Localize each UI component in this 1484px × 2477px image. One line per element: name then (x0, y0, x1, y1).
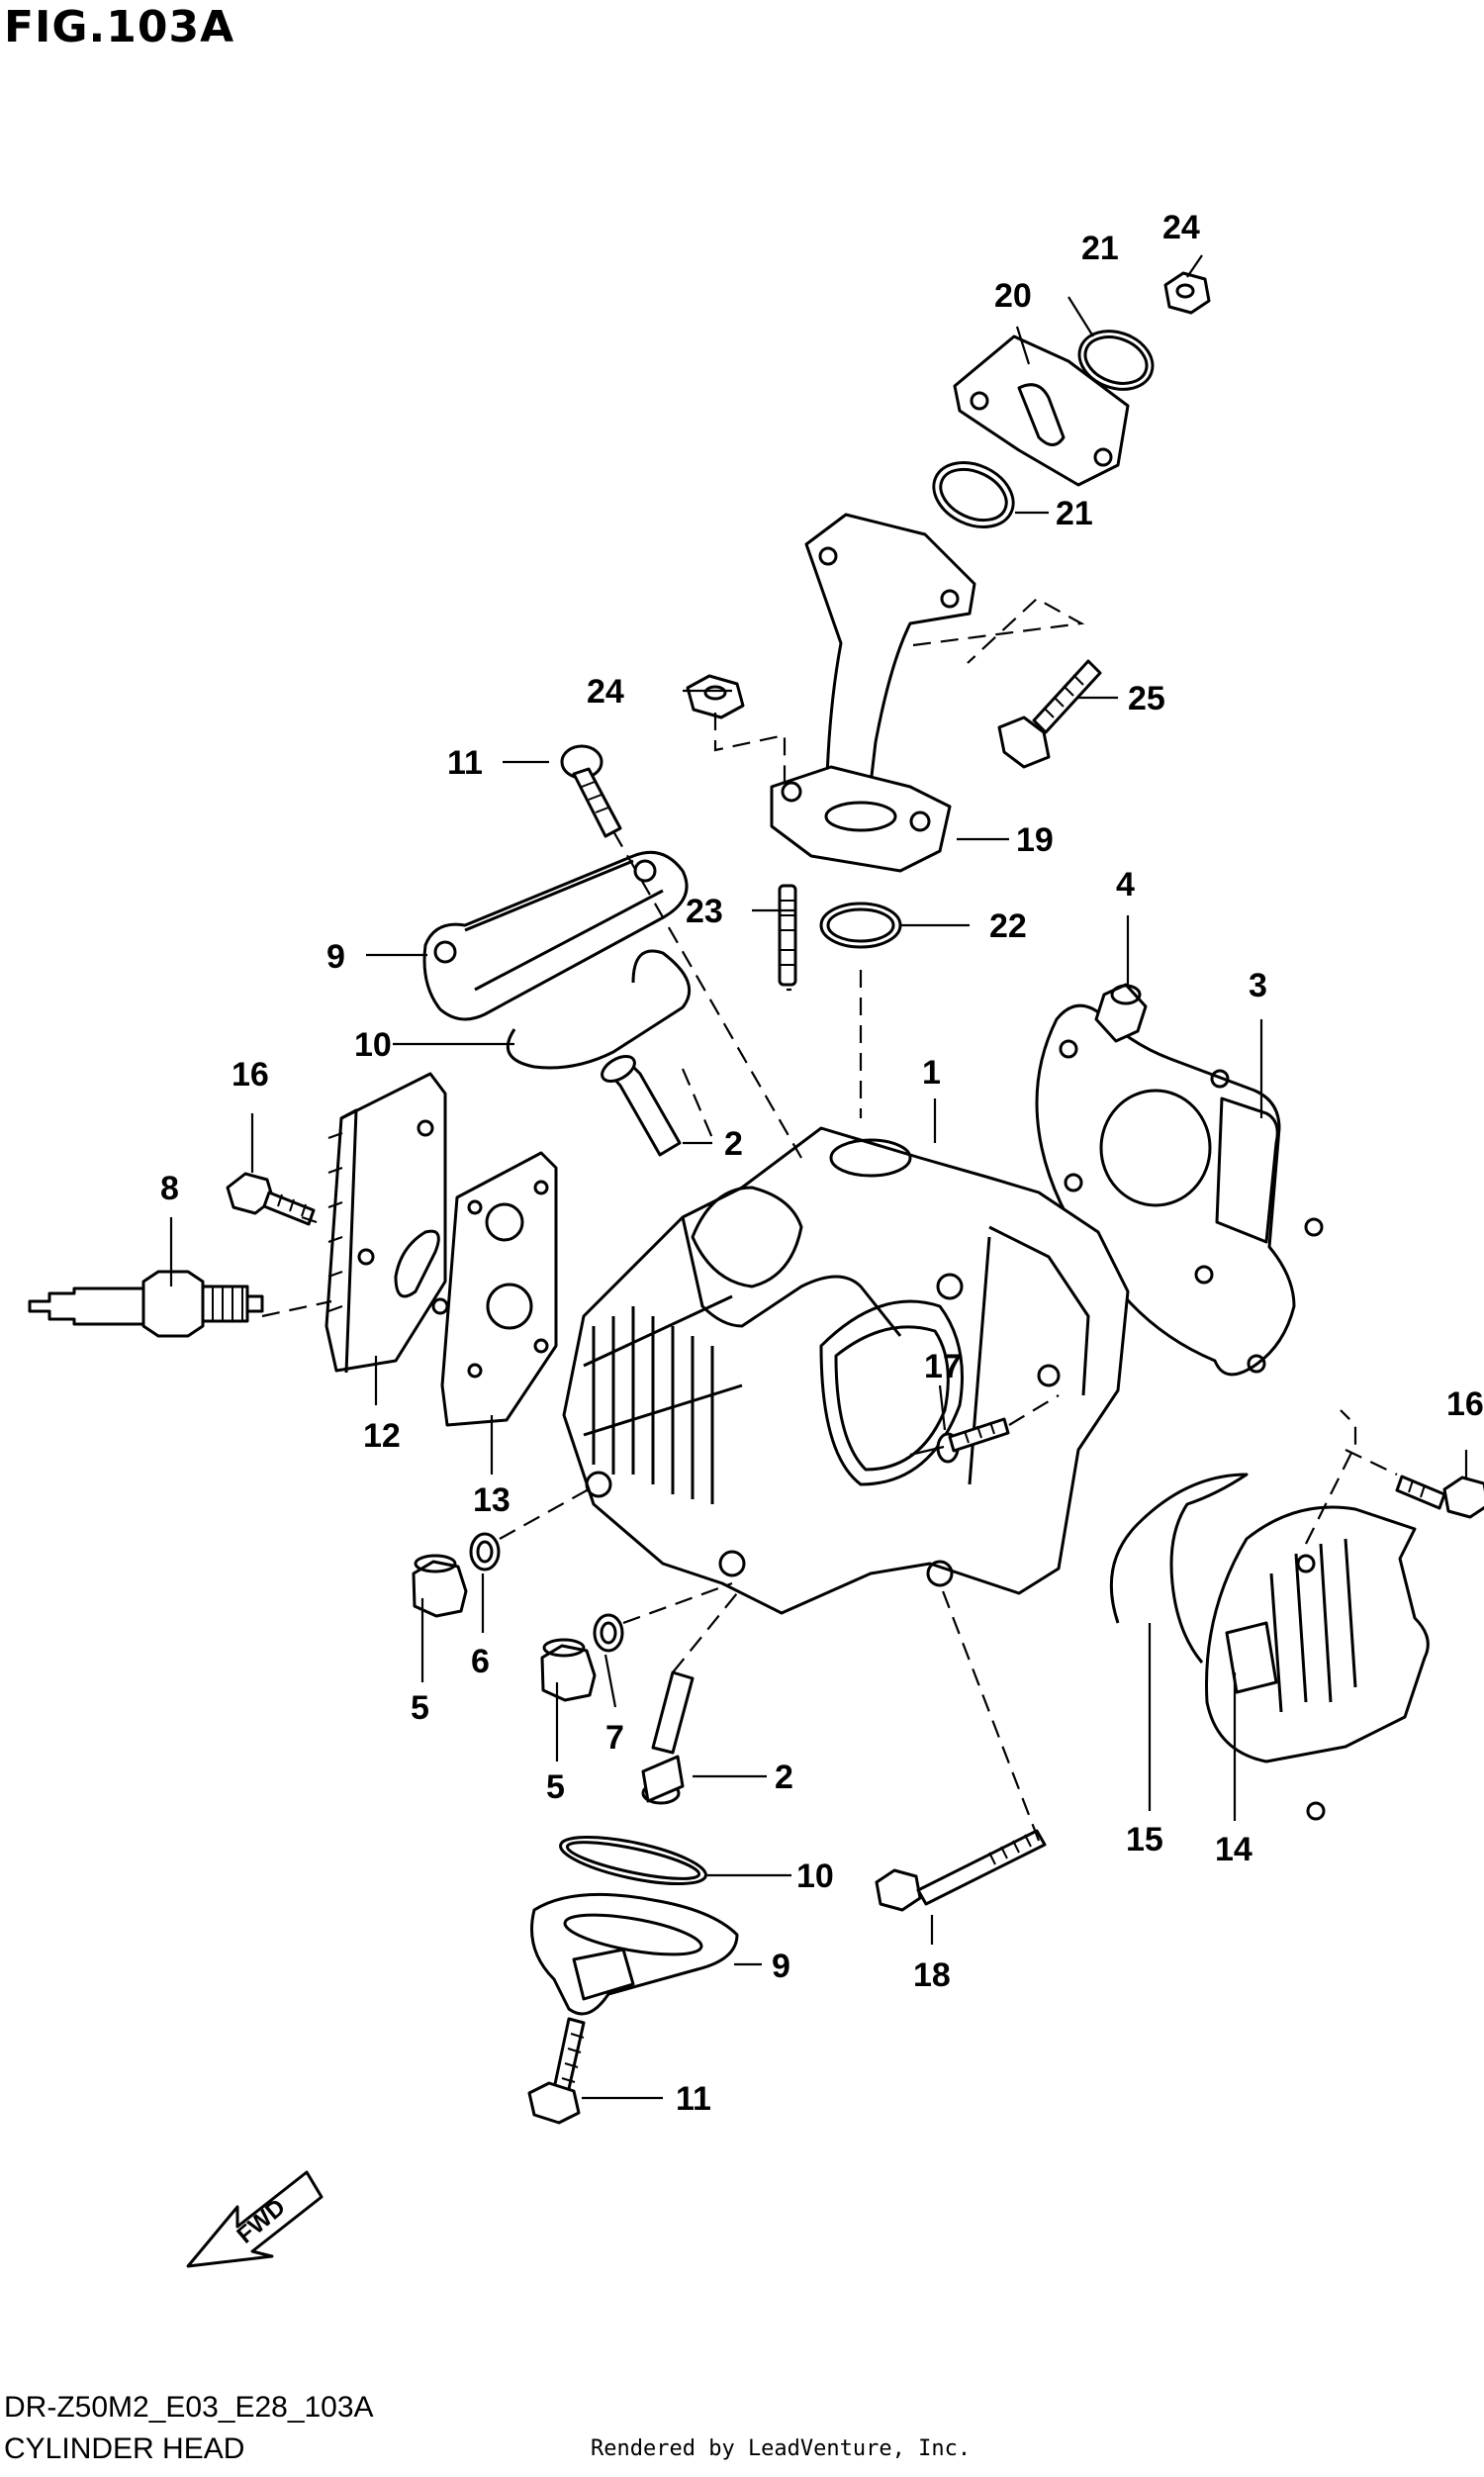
part-6-washer[interactable] (469, 1532, 501, 1572)
part-10-lower-o-ring[interactable] (557, 1828, 709, 1893)
callout-24-top: 24 (1162, 209, 1200, 246)
diagram-name: CYLINDER HEAD (4, 2432, 245, 2465)
part-14-head-cover[interactable] (1205, 1505, 1430, 1821)
part-16-right-bolt[interactable] (1395, 1475, 1484, 1519)
callout-24-mid: 24 (587, 673, 624, 711)
callout-11-lower: 11 (676, 2080, 711, 2118)
figure-title: FIG.103A (4, 2, 235, 52)
callout-5-right: 5 (546, 1768, 565, 1806)
part-10-upper-o-ring[interactable] (506, 949, 692, 1070)
callout-9-lower: 9 (772, 1948, 790, 1985)
part-21-lower-o-ring[interactable] (923, 450, 1023, 539)
callout-7: 7 (605, 1719, 624, 1757)
callout-10-lower: 10 (796, 1858, 834, 1895)
part-2-lower-valve-guide[interactable] (641, 1670, 695, 1805)
part-21-upper-o-ring[interactable] (1071, 322, 1161, 400)
callout-21-bottom: 21 (1056, 495, 1093, 532)
part-19-intake-pipe[interactable] (770, 513, 976, 873)
part-8-spark-plug[interactable] (28, 1270, 264, 1338)
part-20-flange[interactable] (953, 334, 1130, 487)
part-4-dowel-pin[interactable] (1094, 983, 1148, 1043)
callout-22: 22 (989, 907, 1027, 945)
part-11-lower-bolt[interactable] (527, 2017, 586, 2125)
callout-16-right: 16 (1446, 1385, 1484, 1423)
part-18-long-bolt[interactable] (875, 1829, 1047, 1912)
callout-23: 23 (686, 893, 723, 930)
callout-19: 19 (1016, 821, 1054, 859)
part-23-stud[interactable] (778, 884, 797, 987)
callout-8: 8 (160, 1170, 179, 1207)
part-24-top-nut[interactable] (1163, 271, 1211, 315)
part-15-o-ring[interactable] (1109, 1473, 1249, 1664)
part-16-left-bolt[interactable] (226, 1172, 316, 1226)
part-12-side-cover[interactable] (325, 1072, 449, 1374)
callout-1: 1 (922, 1054, 941, 1092)
part-5-plug-right[interactable] (540, 1638, 597, 1702)
assembly-lines (261, 597, 1398, 1842)
callout-4: 4 (1116, 866, 1135, 904)
callout-14: 14 (1215, 1831, 1252, 1868)
callout-12: 12 (363, 1417, 401, 1455)
callout-2-lower: 2 (775, 1759, 793, 1796)
part-9-upper-tappet-cover[interactable] (422, 850, 689, 1021)
part-5-plug-left[interactable] (412, 1554, 468, 1618)
callout-2-upper: 2 (724, 1125, 743, 1163)
callout-18: 18 (913, 1956, 951, 1994)
render-credit: Rendered by LeadVenture, Inc. (591, 2436, 972, 2461)
leader-lines (169, 254, 1468, 2100)
callout-25: 25 (1128, 680, 1165, 717)
callout-11-upper: 11 (447, 744, 483, 782)
part-7-washer[interactable] (593, 1613, 624, 1653)
part-17-bolt[interactable] (936, 1417, 1010, 1464)
callout-6: 6 (471, 1643, 490, 1680)
callout-numbers: 1 2 2 3 4 5 5 6 7 8 9 9 10 10 11 11 12 1… (160, 209, 1484, 2118)
callout-16-left: 16 (232, 1056, 269, 1094)
part-9-lower-tappet-cover[interactable] (530, 1892, 739, 2016)
part-22-o-ring[interactable] (819, 902, 902, 949)
part-24-nut[interactable] (686, 674, 745, 719)
callout-20: 20 (994, 277, 1032, 315)
part-25-bolt[interactable] (997, 659, 1102, 769)
callout-17: 17 (924, 1348, 962, 1385)
part-13-side-cover-gasket[interactable] (440, 1151, 558, 1427)
callout-13: 13 (473, 1481, 510, 1519)
diagram-code: DR-Z50M2_E03_E28_103A (4, 2391, 374, 2424)
callout-21-top: 21 (1081, 230, 1119, 267)
callout-5-left: 5 (411, 1689, 429, 1727)
callout-10-upper: 10 (354, 1026, 392, 1064)
forward-direction-arrow: FWD (186, 2170, 324, 2268)
callout-9-upper: 9 (326, 938, 345, 976)
part-11-top-bolt[interactable] (560, 744, 622, 838)
callout-15: 15 (1126, 1821, 1163, 1858)
part-3-cylinder-head-gasket[interactable] (1035, 1003, 1324, 1377)
part-1-cylinder-head[interactable] (562, 1126, 1130, 1615)
part-2-upper-valve-guide[interactable] (598, 1051, 682, 1157)
callout-3: 3 (1249, 967, 1267, 1004)
